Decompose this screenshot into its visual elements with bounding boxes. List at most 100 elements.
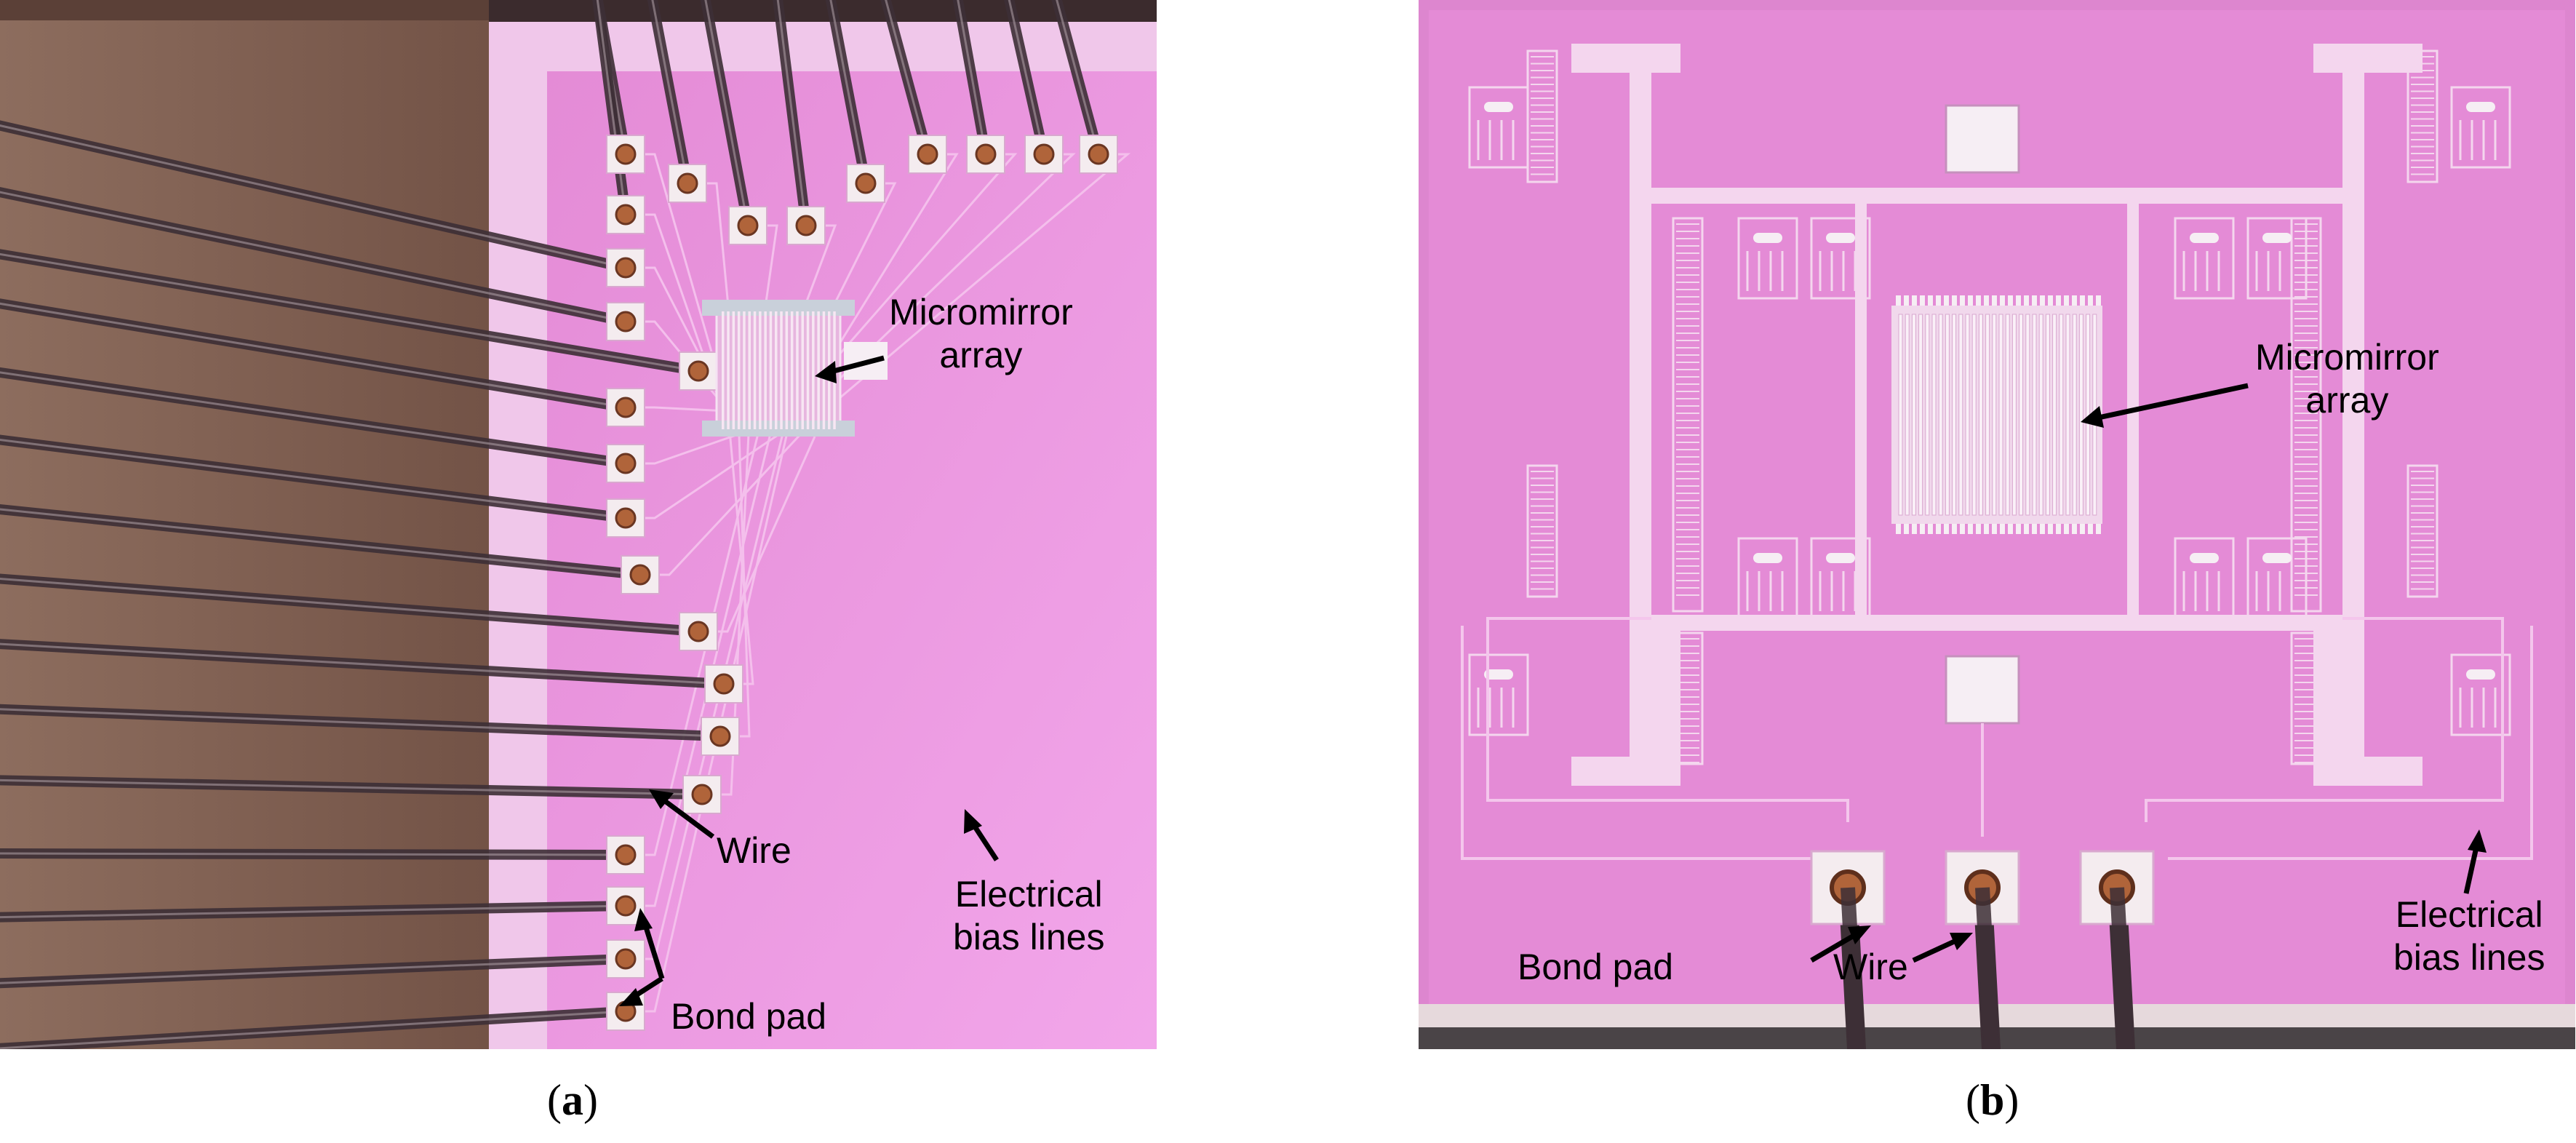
bond-ball	[713, 673, 735, 695]
mirror-tab	[1912, 295, 1917, 306]
bond-wire-highlight	[0, 708, 721, 738]
mirror-strip	[748, 311, 751, 429]
mirror-tab	[2080, 295, 2085, 306]
arrowhead-bias-b	[2468, 829, 2487, 853]
mirror-strip	[2078, 314, 2083, 516]
label-bond-pad-a: Bond pad	[671, 996, 827, 1037]
mirror-tab	[2096, 524, 2101, 534]
bond-wire-highlight	[0, 438, 626, 519]
micromirror-array-b	[1891, 295, 2102, 534]
mirror-tab	[1944, 524, 1949, 534]
bond-ball	[687, 621, 709, 642]
label-electrical-bias-lines-b: Electrical bias lines	[2393, 894, 2545, 978]
mirror-strip	[2032, 314, 2037, 516]
bond-wire-highlight	[885, 0, 929, 155]
label-micromirror-array-a: Micromirror array	[889, 292, 1073, 375]
label-electrical-bias-lines-a: Electrical bias lines	[953, 874, 1105, 957]
spring	[2246, 217, 2308, 300]
mirror-tab	[1928, 295, 1933, 306]
spring-anchor	[1826, 233, 1855, 243]
wires-a	[0, 0, 1104, 1049]
arrowhead-bondpad-a1	[634, 908, 653, 931]
arrow-wire-b	[1912, 936, 1962, 963]
spring-anchor	[1826, 553, 1855, 563]
mirror-strip	[1938, 314, 1943, 516]
mirror-strip	[732, 311, 735, 429]
mirror-tab	[1920, 524, 1925, 534]
bond-pads-b	[1810, 850, 2155, 1049]
comb-frame	[2406, 49, 2439, 183]
spring	[2174, 217, 2235, 300]
bond-wire-highlight	[0, 191, 626, 323]
bond-ball	[615, 143, 637, 165]
mirror-strip	[806, 311, 810, 429]
label-wire-a: Wire	[717, 830, 791, 871]
bond-pad	[1024, 135, 1064, 174]
arrowhead-wire-a	[649, 789, 674, 809]
arrowhead-bias-a	[964, 809, 982, 834]
mirror-strip	[812, 311, 815, 429]
bond-wire-highlight	[0, 578, 699, 633]
mirror-tab	[2008, 295, 2013, 306]
bond-wire-overlay	[2110, 887, 2133, 1049]
mirror-tab	[2040, 524, 2045, 534]
bond-wire-highlight	[0, 642, 725, 685]
bond-ball	[709, 725, 731, 747]
bond-wire-highlight	[0, 371, 626, 465]
bond-wire-highlight	[0, 252, 699, 373]
mirror-tab	[1992, 295, 1997, 306]
spring	[1810, 537, 1871, 620]
comb-frame	[1672, 632, 1704, 765]
mirror-strip	[2065, 314, 2070, 516]
mirror-tab	[1928, 524, 1933, 534]
mirror-tab	[1936, 524, 1941, 534]
mirror-strip	[1931, 314, 1937, 516]
spring-anchor	[2466, 669, 2495, 680]
mirror-tab	[1968, 295, 1973, 306]
bond-ball	[615, 257, 637, 279]
spring-anchor	[1484, 102, 1513, 112]
bond-ball	[615, 844, 637, 866]
springs-b	[1468, 86, 2511, 736]
mirror-strip	[1971, 314, 1977, 516]
comb-frame	[1672, 217, 1704, 613]
mirror-strip	[1985, 314, 1990, 516]
bond-ball	[615, 453, 637, 474]
caption-b: (b)	[1966, 1076, 2019, 1124]
bond-ball	[629, 564, 651, 586]
micrograph-a: Micromirror array Wire Electrical bias l…	[0, 0, 1157, 1049]
mirror-tab	[2024, 295, 2029, 306]
bond-wire-overlay	[1975, 887, 1998, 1049]
mirror-tab	[2016, 295, 2021, 306]
mirror-strip	[775, 311, 778, 429]
mirror-strip	[1918, 314, 1923, 516]
bond-ball	[1088, 143, 1109, 165]
comb-frame	[2290, 632, 2322, 765]
mirror-strip	[2072, 314, 2077, 516]
mirror-strip	[2038, 314, 2043, 516]
mirror-tab	[1904, 524, 1909, 534]
mirror-tab	[2088, 295, 2093, 306]
mirror-tab	[1976, 524, 1981, 534]
arrow-bias-b	[2463, 843, 2480, 894]
mirror-strip	[2011, 314, 2017, 516]
bond-pad	[606, 835, 645, 875]
mirror-tab	[2048, 295, 2053, 306]
spring	[1468, 86, 1529, 169]
arrow-bondpad-a1	[642, 921, 665, 980]
bond-ball	[795, 215, 817, 236]
mirror-tab	[2056, 524, 2061, 534]
mirror-tab	[2088, 524, 2093, 534]
bond-wire-highlight	[1008, 0, 1045, 155]
bond-ball	[615, 204, 637, 226]
mirror-tab	[1984, 524, 1989, 534]
mirror-strip	[1998, 314, 2003, 516]
arrowhead-micromirror-b	[2081, 406, 2104, 428]
arrowhead-bondpad-a2	[619, 988, 643, 1006]
bond-pads-a	[606, 135, 1118, 1031]
bond-pad	[846, 164, 885, 203]
bond-wire-highlight	[829, 0, 867, 184]
spring-anchor	[1484, 669, 1513, 680]
bond-wire-highlight	[0, 778, 703, 796]
mirror-tab	[1896, 524, 1901, 534]
